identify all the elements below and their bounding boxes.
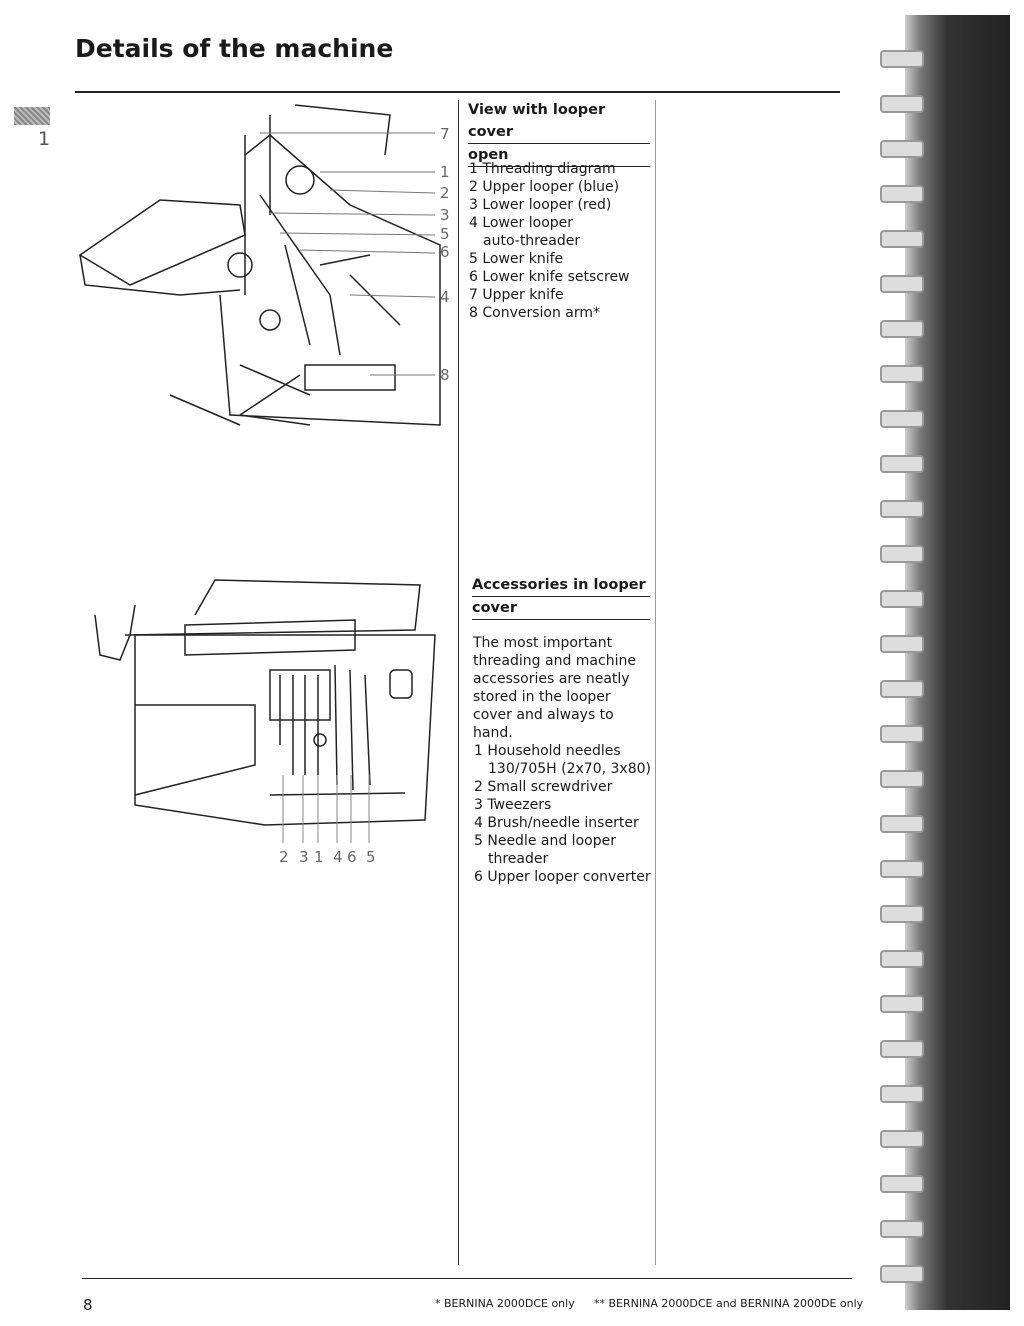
list-item: 2 Small screwdriver [474, 779, 613, 795]
list-item: 1 Household needles 130/705H (2x70, 3x80… [474, 743, 651, 777]
binding-ring [880, 1175, 924, 1193]
parts-list: 1 Threading diagram 2 Upper looper (blue… [469, 160, 654, 322]
list-item: 5 Needle and looper threader [474, 833, 616, 867]
callout-2: 2 [440, 184, 450, 202]
binding-ring [880, 995, 924, 1013]
chapter-tab-marker [14, 107, 50, 125]
footer-rule [82, 1278, 852, 1279]
binding-ring [880, 1040, 924, 1058]
list-item: 4 Brush/needle inserter [474, 815, 639, 831]
heading-line: open [468, 144, 650, 167]
binding-ring [880, 410, 924, 428]
list-item: 6 Lower knife setscrew [469, 269, 630, 285]
list-item: 3 Lower looper (red) [469, 197, 612, 213]
binding-ring [880, 1220, 924, 1238]
column-divider-right [655, 100, 656, 1265]
list-item: 5 Lower knife [469, 251, 564, 267]
looper-cover-accessories-illustration [94, 579, 436, 843]
machine-open-illustration [78, 104, 441, 426]
binding-ring [880, 500, 924, 518]
callout-2: 2 [279, 848, 289, 866]
accessories-intro: The most important threading and machine… [473, 635, 636, 741]
heading-line: View with looper cover [468, 99, 650, 144]
binding-ring [880, 455, 924, 473]
list-item: 8 Conversion arm* [469, 305, 601, 321]
binding-ring [880, 320, 924, 338]
binding-ring [880, 905, 924, 923]
binding-ring [880, 275, 924, 293]
binding-ring [880, 950, 924, 968]
binding-ring [880, 1085, 924, 1103]
binding-ring [880, 95, 924, 113]
binding-ring [880, 50, 924, 68]
binding-ring [880, 860, 924, 878]
list-item: 6 Upper looper converter [474, 869, 651, 885]
header-rule [75, 91, 840, 93]
binding-ring [880, 365, 924, 383]
binding-ring [880, 545, 924, 563]
callout-7: 7 [440, 125, 450, 143]
spiral-binding [905, 15, 1010, 1310]
binding-ring [880, 815, 924, 833]
callout-6: 6 [440, 243, 450, 261]
footnote-1: * BERNINA 2000DCE only [435, 1297, 575, 1310]
list-item: 7 Upper knife [469, 287, 564, 303]
page-title: Details of the machine [75, 34, 394, 63]
callout-3: 3 [440, 206, 450, 224]
callout-5: 5 [366, 848, 376, 866]
heading-line: cover [472, 597, 650, 620]
list-item: 3 Tweezers [474, 797, 552, 813]
list-item: 2 Upper looper (blue) [469, 179, 620, 195]
heading-line: Accessories in looper [472, 574, 650, 597]
page-number: 8 [83, 1296, 93, 1314]
binding-ring [880, 1265, 924, 1283]
chapter-tab-number: 1 [38, 128, 51, 150]
section-heading-accessories: Accessories in looper cover [472, 574, 650, 620]
callout-4: 4 [440, 288, 450, 306]
accessories-list: 1 Household needles 130/705H (2x70, 3x80… [474, 742, 652, 886]
callout-8: 8 [440, 366, 450, 384]
callout-4: 4 [333, 848, 343, 866]
binding-ring [880, 1130, 924, 1148]
callout-5: 5 [440, 225, 450, 243]
binding-rings: (function(){ const host=document.current… [880, 0, 924, 1283]
binding-ring [880, 770, 924, 788]
callout-6: 6 [347, 848, 357, 866]
binding-ring [880, 680, 924, 698]
section-heading-looper-open: View with looper cover open [468, 99, 650, 167]
binding-ring [880, 140, 924, 158]
column-divider [458, 100, 459, 1265]
binding-ring [880, 230, 924, 248]
binding-ring [880, 635, 924, 653]
list-item: 4 Lower looper auto-threader [469, 215, 581, 249]
callout-1: 1 [440, 163, 450, 181]
binding-ring [880, 590, 924, 608]
binding-ring [880, 725, 924, 743]
callout-1: 1 [314, 848, 324, 866]
list-item: 1 Threading diagram [469, 161, 616, 177]
footnote-2: ** BERNINA 2000DCE and BERNINA 2000DE on… [594, 1297, 864, 1310]
binding-ring [880, 185, 924, 203]
callout-3: 3 [299, 848, 309, 866]
